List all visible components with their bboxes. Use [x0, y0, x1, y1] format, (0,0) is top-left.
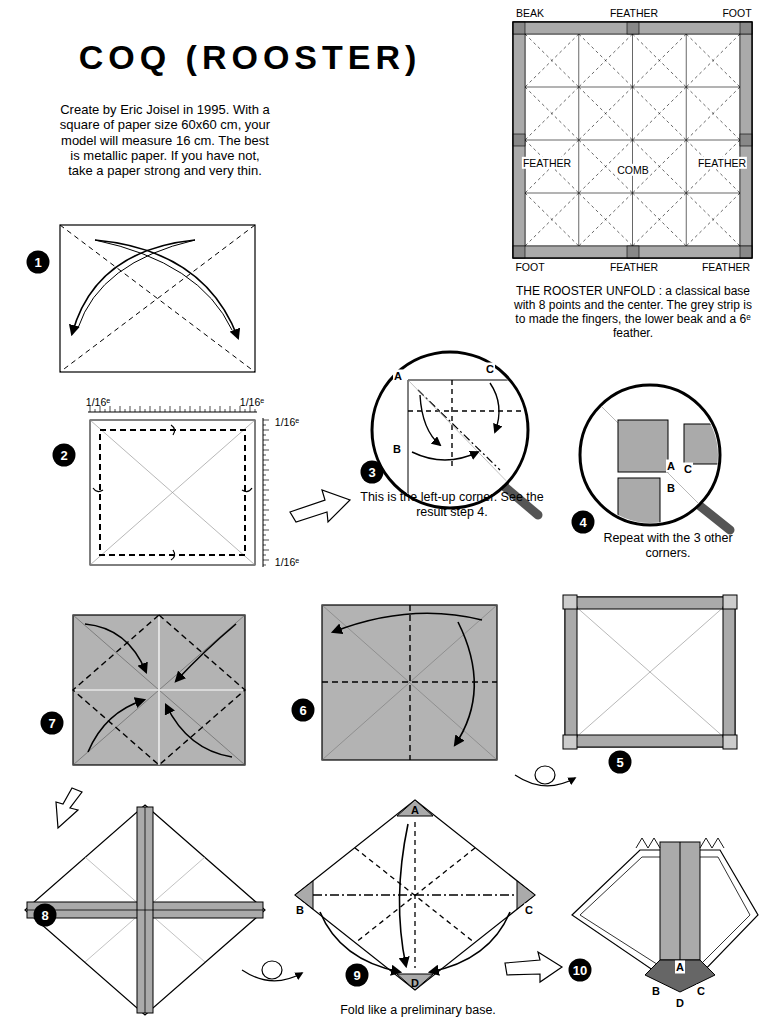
- note-text: Create by Eric Joisel in 1995. With a sq…: [58, 102, 273, 179]
- step-number: 8: [34, 904, 57, 927]
- step-number: 2: [53, 444, 76, 467]
- label: COMB: [616, 164, 650, 176]
- label: FEATHER: [522, 157, 572, 169]
- step-number: 5: [609, 751, 632, 774]
- step-number: 7: [41, 712, 64, 735]
- label: 1/16ᵉ: [275, 556, 299, 568]
- label: BEAK: [516, 7, 544, 19]
- note-text: THE ROOSTER UNFOLD : a classical base wi…: [511, 284, 756, 341]
- label: B: [392, 443, 402, 456]
- step-number-text: 7: [48, 716, 55, 731]
- label: FEATHER: [610, 261, 658, 273]
- label: FEATHER: [697, 157, 747, 169]
- step-number: 10: [569, 959, 592, 982]
- step-number-text: 9: [353, 968, 360, 983]
- label: FEATHER: [610, 7, 658, 19]
- step-number-text: 6: [299, 703, 306, 718]
- label: B: [666, 482, 676, 495]
- step-number: 1: [27, 251, 50, 274]
- label: C: [485, 363, 495, 376]
- step-number-text: 10: [573, 963, 587, 978]
- label: C: [524, 904, 534, 917]
- note-text: This is the left-up corner. See the resu…: [345, 490, 560, 520]
- label: FOOT: [722, 7, 751, 19]
- label: B: [295, 904, 305, 917]
- label: 1/16ᵉ: [240, 396, 264, 408]
- label: FOOT: [515, 261, 544, 273]
- step-number-text: 4: [579, 515, 586, 530]
- step-number: 9: [346, 964, 369, 987]
- label: 1/16ᵉ: [275, 416, 299, 428]
- step-number-text: 8: [41, 908, 48, 923]
- label: C: [696, 985, 706, 998]
- label: D: [411, 977, 419, 990]
- label: B: [651, 985, 661, 998]
- note-text: Repeat with the 3 other corners.: [598, 531, 738, 561]
- label: D: [675, 997, 685, 1010]
- label: 1/16ᵉ: [86, 396, 110, 408]
- step-number-text: 1: [34, 255, 41, 270]
- title: COQ (ROOSTER): [79, 37, 422, 77]
- label: FEATHER: [702, 261, 750, 273]
- step-number: 4: [572, 511, 595, 534]
- label: A: [675, 961, 685, 974]
- step-number: 3: [361, 461, 384, 484]
- step-number-text: 5: [616, 755, 623, 770]
- label: Fold like a preliminary base.: [340, 1003, 496, 1018]
- label: C: [683, 463, 693, 476]
- label: A: [666, 460, 676, 473]
- label: A: [393, 370, 403, 383]
- step-number: 6: [292, 699, 315, 722]
- label: A: [411, 804, 419, 817]
- step-number-text: 3: [368, 465, 375, 480]
- step-number-text: 2: [60, 448, 67, 463]
